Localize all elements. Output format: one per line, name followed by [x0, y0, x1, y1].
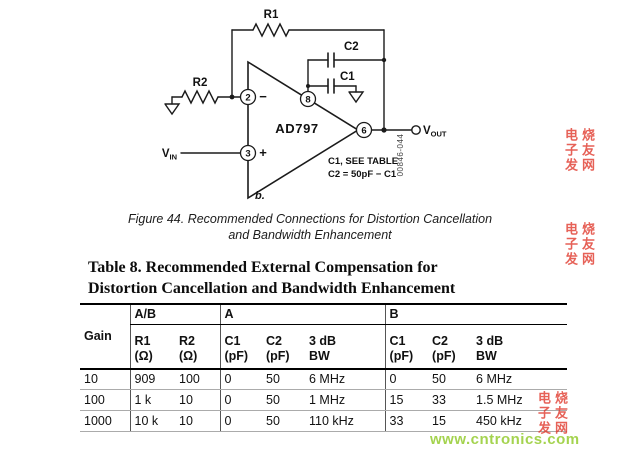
- table-cell: 909: [129, 368, 175, 390]
- table-cell: 100: [80, 389, 130, 411]
- vin-label: VIN: [162, 148, 177, 162]
- ground-symbol-r2: [164, 96, 181, 116]
- vout-terminal: [411, 125, 421, 135]
- node-dots: [229, 57, 387, 133]
- group-header-a: A: [219, 304, 386, 325]
- table-cell: 50: [262, 410, 305, 432]
- table-cell: 0: [219, 368, 262, 390]
- r2-resistor: [171, 89, 242, 105]
- r1-label: R1: [264, 9, 279, 21]
- group-header-row: Gain A/B A B: [80, 304, 568, 370]
- noninverting-input-sign: +: [259, 145, 267, 160]
- table-row-gain-1000: 1000 10 k 10 0 50 110 kHz 33 15 450 kHz: [80, 410, 568, 432]
- table-cell: 10: [175, 389, 220, 411]
- opamp-part-label: AD797: [275, 121, 318, 136]
- table-cell: 100: [175, 368, 220, 390]
- figure-caption: Figure 44. Recommended Connections for D…: [0, 211, 620, 243]
- table-title: Table 8. Recommended External Compensati…: [88, 257, 455, 299]
- r2-label: R2: [193, 77, 208, 89]
- pin-2-number: 2: [245, 93, 250, 104]
- red-stamp-watermark: 电子发烧友网: [563, 128, 595, 173]
- table-cell: 6 MHz: [472, 368, 568, 390]
- table-cell: 33: [428, 389, 473, 411]
- group-header-ab: A/B: [129, 304, 220, 325]
- table-cell: 50: [428, 368, 473, 390]
- circuit-schematic: R1 R2 C2 C1 2 3 8 6 − + AD797 VIN VOUT C…: [162, 9, 447, 202]
- table-cell: 10: [80, 368, 130, 390]
- table-cell: 15: [428, 410, 473, 432]
- c2-label: C2: [344, 41, 359, 53]
- table-cell: 450 kHz: [472, 410, 568, 432]
- pin-6-number: 6: [361, 126, 366, 137]
- table-cell: 33: [384, 410, 429, 432]
- table-cell: 0: [219, 389, 262, 411]
- site-watermark: www.cntronics.com: [430, 431, 580, 448]
- header-c2-b: C2(pF): [428, 324, 473, 370]
- table-cell: 0: [219, 410, 262, 432]
- ground-symbol-c1: [348, 85, 365, 104]
- table-cell: 15: [384, 389, 429, 411]
- c1-label: C1: [340, 71, 355, 83]
- header-r1: R1(Ω): [129, 324, 175, 370]
- vout-label: VOUT: [423, 125, 447, 139]
- red-stamp-watermark: 电子发烧友网: [563, 222, 595, 267]
- table-cell: 50: [262, 368, 305, 390]
- header-r2: R2(Ω): [175, 324, 220, 370]
- header-gain: Gain: [80, 304, 130, 370]
- table-cell: 1000: [80, 410, 130, 432]
- table-cell: 110 kHz: [305, 410, 386, 432]
- table-row-gain-100: 100 1 k 10 0 50 1 MHz 15 33 1.5 MHz: [80, 389, 568, 411]
- pin-3-circle: [239, 144, 257, 162]
- pin-8-number: 8: [305, 95, 310, 106]
- pin-circles: [239, 88, 373, 162]
- pin-6-circle: [355, 121, 373, 139]
- table-cell: 1.5 MHz: [472, 389, 568, 411]
- table-cell: 1 MHz: [305, 389, 386, 411]
- red-stamp-watermark: 电子发烧友网: [536, 391, 568, 436]
- c1-capacitor: [307, 78, 357, 94]
- compensation-table: Gain A/B A B R1(Ω) R2(Ω) C1(pF) C2(pF) 3…: [80, 303, 568, 432]
- group-header-b: B: [384, 304, 568, 325]
- schematic-labels: R1 R2 C2 C1 2 3 8 6 − + AD797 VIN VOUT C…: [162, 9, 447, 202]
- table-title-line2: Distortion Cancellation and Bandwidth En…: [88, 280, 456, 297]
- document-number: 00846-044: [396, 134, 405, 177]
- header-c1-b: C1(pF): [384, 324, 429, 370]
- header-c2-a: C2(pF): [262, 324, 305, 370]
- table-cell: 10 k: [129, 410, 175, 432]
- note-line-1: C1, SEE TABLE: [328, 156, 398, 167]
- pin-3-number: 3: [245, 149, 250, 160]
- inverting-input-sign: −: [259, 89, 267, 104]
- table-cell: 10: [175, 410, 220, 432]
- pin-8-circle: [299, 90, 317, 108]
- table-row-gain-10: 10 909 100 0 50 6 MHz 0 50 6 MHz: [80, 368, 568, 390]
- table-cell: 1 k: [129, 389, 175, 411]
- table-title-line1: Table 8. Recommended External Compensati…: [88, 259, 438, 276]
- pin-2-circle: [239, 88, 257, 106]
- variant-label: b.: [255, 190, 265, 202]
- table-cell: 0: [384, 368, 429, 390]
- figure-caption-line2: and Bandwidth Enhancement: [228, 228, 392, 242]
- table-cell: 50: [262, 389, 305, 411]
- note-line-2: C2 = 50pF − C1: [328, 169, 397, 180]
- r1-resistor: [231, 22, 385, 131]
- figure-caption-line1: Figure 44. Recommended Connections for D…: [127, 212, 493, 226]
- table-cell: 6 MHz: [305, 368, 386, 390]
- header-c1-a: C1(pF): [219, 324, 262, 370]
